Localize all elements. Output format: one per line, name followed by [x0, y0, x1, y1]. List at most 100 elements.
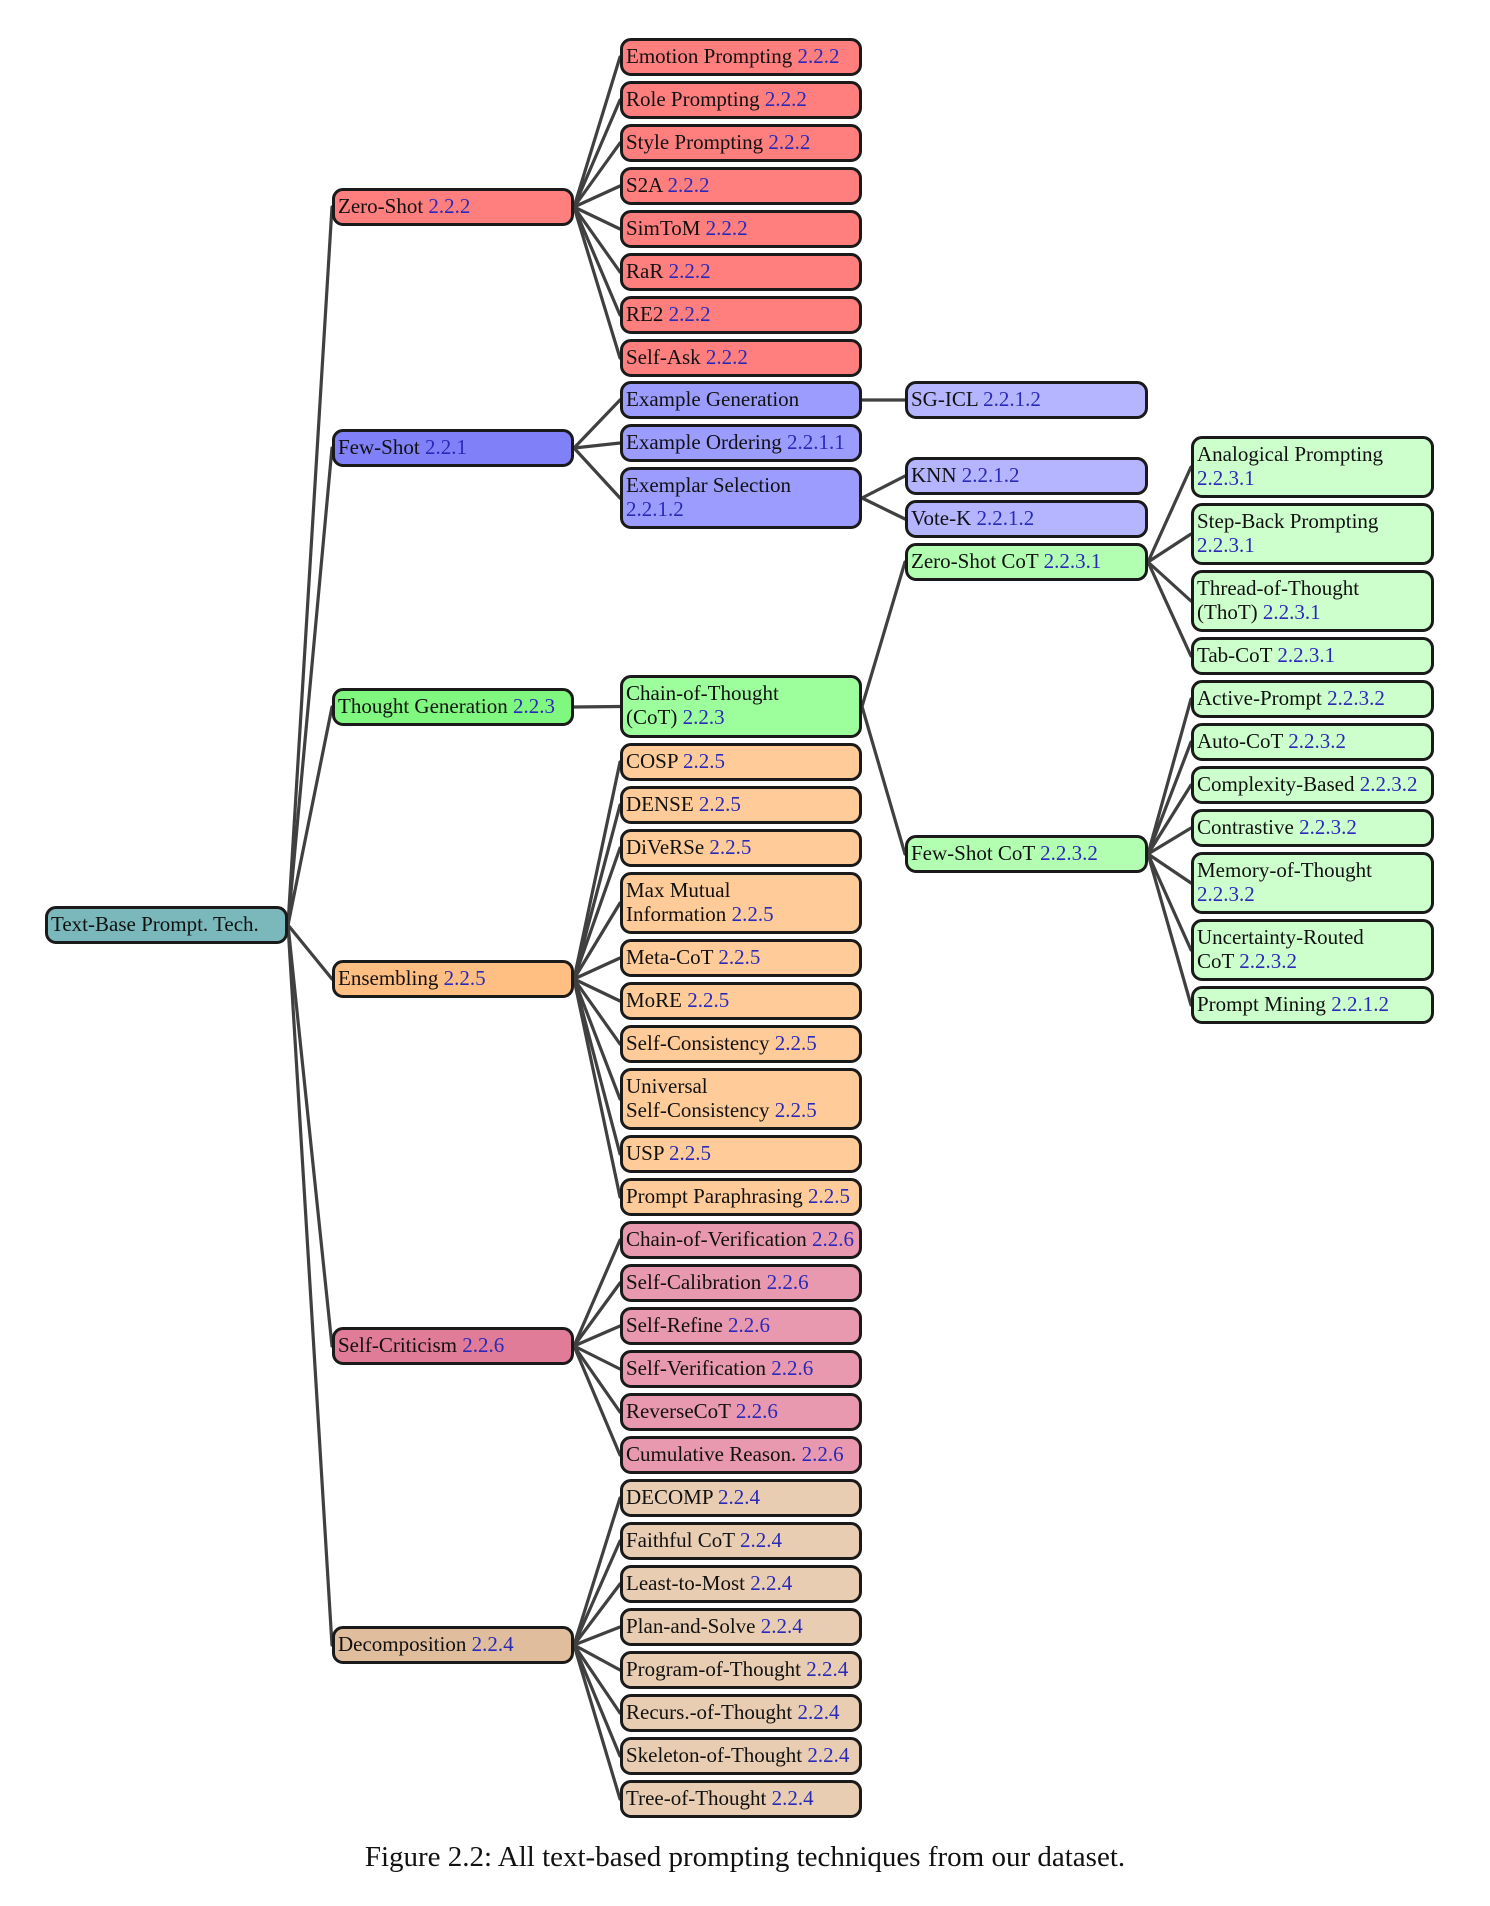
edge-self-criticism-to-self-refine: [572, 1324, 622, 1348]
node-label: DENSE: [626, 792, 694, 816]
edge-few-shot-to-example-ordering: [572, 441, 622, 450]
edge-root-to-ensembling: [286, 923, 334, 981]
edge-cot-to-zero-shot-cot: [860, 560, 907, 709]
figure-caption: Figure 2.2: All text-based prompting tec…: [364, 1841, 1126, 1873]
node-label: Self-Ask: [626, 345, 701, 369]
node-thought-generation: Thought Generation 2.2.3: [332, 688, 574, 726]
edge-decomposition-to-faithful-cot: [572, 1539, 622, 1647]
section-ref: 2.2.3.1: [1262, 600, 1321, 624]
edge-self-criticism-to-self-calibration: [572, 1281, 622, 1348]
node-re2: RE2 2.2.2: [620, 296, 862, 334]
node-meta-cot: Meta-CoT 2.2.5: [620, 939, 862, 977]
node-label-line2: Information: [626, 902, 727, 926]
section-ref: 2.2.3.2: [1299, 815, 1357, 839]
section-ref: 2.2.3.2: [1288, 729, 1346, 753]
edge-ensembling-to-meta-cot: [572, 956, 622, 981]
node-label: RE2: [626, 302, 664, 326]
node-label: Skeleton-of-Thought: [626, 1743, 803, 1767]
node-s2a: S2A 2.2.2: [620, 167, 862, 205]
edge-decomposition-to-least-to-most: [572, 1582, 622, 1647]
node-self-verification: Self-Verification 2.2.6: [620, 1350, 862, 1388]
edge-root-to-zero-shot: [286, 205, 334, 927]
node-label: Decomposition: [338, 1632, 467, 1656]
node-label: Example Ordering: [626, 430, 782, 454]
section-ref: 2.2.3.1: [1043, 549, 1102, 573]
node-ensembling: Ensembling 2.2.5: [332, 960, 574, 998]
edge-few-shot-to-example-generation: [572, 398, 622, 450]
edge-ensembling-to-self-consistency: [572, 977, 622, 1046]
node-active-prompt: Active-Prompt 2.2.3.2: [1191, 680, 1434, 718]
section-ref: 2.2.2: [797, 44, 840, 68]
section-ref: 2.2.3.2: [1327, 686, 1385, 710]
node-more: MoRE 2.2.5: [620, 982, 862, 1020]
node-label: Auto-CoT: [1197, 729, 1283, 753]
edge-few-shot-cot-to-auto-cot: [1146, 740, 1193, 856]
section-ref: 2.2.6: [728, 1313, 771, 1337]
node-label: Exemplar Selection: [626, 473, 792, 497]
section-ref: 2.2.2: [764, 87, 807, 111]
node-label: Max Mutual: [626, 878, 731, 902]
section-ref: 2.2.1: [424, 435, 467, 459]
node-label: DECOMP: [626, 1485, 713, 1509]
node-label: Self-Criticism: [338, 1333, 457, 1357]
node-self-consistency: Self-Consistency 2.2.5: [620, 1025, 862, 1063]
section-ref: 2.2.5: [709, 835, 752, 859]
section-ref: 2.2.3.1: [1197, 466, 1255, 490]
section-ref: 2.2.2: [705, 345, 748, 369]
edge-few-shot-cot-to-prompt-mining: [1146, 852, 1193, 1007]
edge-root-to-thought-generation: [286, 705, 334, 927]
section-ref: 2.2.3.1: [1197, 533, 1255, 557]
node-label: Program-of-Thought: [626, 1657, 801, 1681]
node-label: Tab-CoT: [1197, 643, 1273, 667]
edge-zero-shot-to-self-ask: [572, 205, 622, 360]
node-label: USP: [626, 1141, 664, 1165]
edge-exemplar-selection-to-knn: [860, 474, 907, 500]
edge-zero-shot-cot-to-thot: [1146, 560, 1193, 603]
edge-exemplar-selection-to-vote-k: [860, 496, 907, 521]
node-label: Example Generation: [626, 387, 800, 411]
node-label: Chain-of-Thought: [626, 681, 779, 705]
edge-zero-shot-to-simtom: [572, 205, 622, 231]
section-ref: 2.2.2: [768, 130, 811, 154]
node-label: ReverseCoT: [626, 1399, 731, 1423]
node-skeleton-of-thought: Skeleton-of-Thought 2.2.4: [620, 1737, 862, 1775]
edge-few-shot-cot-to-contrastive: [1146, 826, 1193, 856]
node-rar: RaR 2.2.2: [620, 253, 862, 291]
section-ref: 2.2.5: [669, 1141, 711, 1165]
section-ref: 2.2.2: [705, 216, 748, 240]
node-label: Few-Shot CoT: [911, 841, 1035, 865]
section-ref: 2.2.3.1: [1277, 643, 1336, 667]
node-label: Self-Refine: [626, 1313, 723, 1337]
section-ref: 2.2.4: [760, 1614, 803, 1638]
node-cot: Chain-of-Thought(CoT) 2.2.3: [620, 675, 862, 738]
section-ref: 2.2.1.2: [1331, 992, 1389, 1016]
node-complexity-based: Complexity-Based 2.2.3.2: [1191, 766, 1434, 804]
node-label: Text-Base Prompt. Tech.: [51, 912, 259, 936]
node-label: Faithful CoT: [626, 1528, 735, 1552]
node-label: Plan-and-Solve: [626, 1614, 756, 1638]
node-label-line2: CoT: [1197, 949, 1234, 973]
section-ref: 2.2.1.2: [983, 387, 1041, 411]
node-vote-k: Vote-K 2.2.1.2: [905, 500, 1148, 538]
edge-root-to-few-shot: [286, 446, 334, 927]
node-self-ask: Self-Ask 2.2.2: [620, 339, 862, 377]
edge-few-shot-cot-to-uncertainty-routed: [1146, 852, 1193, 952]
section-ref: 2.2.6: [735, 1399, 778, 1423]
section-ref: 2.2.6: [766, 1270, 809, 1294]
section-ref: 2.2.3.2: [1197, 882, 1255, 906]
section-ref: 2.2.3: [682, 705, 725, 729]
edge-self-criticism-to-reverse-cot: [572, 1344, 622, 1414]
section-ref: 2.2.5: [718, 945, 761, 969]
node-few-shot: Few-Shot 2.2.1: [332, 429, 574, 467]
edge-decomposition-to-tree-of-thought: [572, 1643, 622, 1801]
node-sg-icl: SG-ICL 2.2.1.2: [905, 381, 1148, 419]
edge-ensembling-to-universal-sc: [572, 977, 622, 1101]
node-program-of-thought: Program-of-Thought 2.2.4: [620, 1651, 862, 1689]
node-label: S2A: [626, 173, 663, 197]
node-label: Complexity-Based: [1197, 772, 1355, 796]
edge-cot-to-few-shot-cot: [860, 704, 907, 856]
section-ref: 2.2.4: [739, 1528, 782, 1552]
node-zero-shot-cot: Zero-Shot CoT 2.2.3.1: [905, 543, 1148, 581]
